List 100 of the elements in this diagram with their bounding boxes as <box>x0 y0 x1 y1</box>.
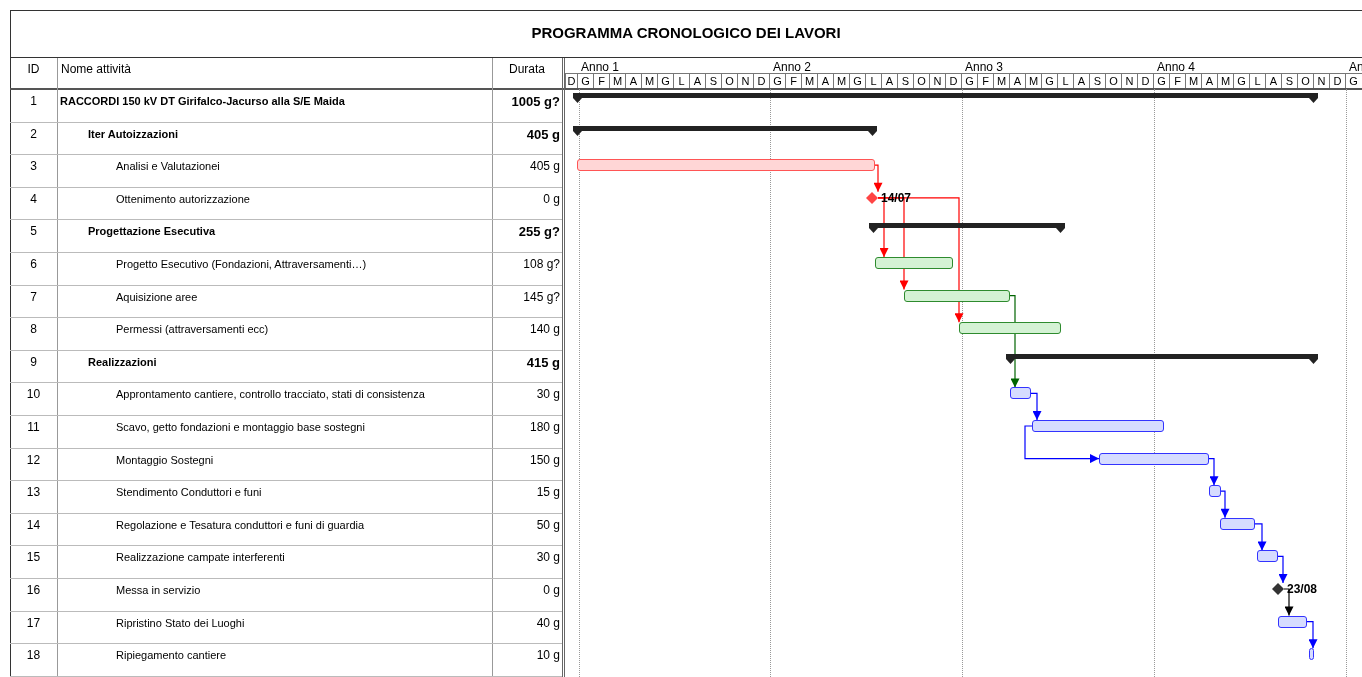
task-id: 11 <box>26 419 41 436</box>
dependency-arrow <box>1254 523 1267 551</box>
column-header: Durata <box>508 61 546 78</box>
month-label: G <box>1153 74 1169 88</box>
task-id: 14 <box>25 516 42 534</box>
task-name: Realizzazioni <box>88 354 157 370</box>
dependency-arrow <box>1009 295 1020 388</box>
task-id: 7 <box>29 288 38 306</box>
month-label: O <box>721 74 737 88</box>
task-id: 17 <box>25 614 42 632</box>
year-label: Anno 2 <box>773 60 812 74</box>
month-label: S <box>705 74 721 88</box>
month-label: G <box>1345 74 1361 88</box>
month-label: A <box>689 74 705 88</box>
task-duration: 255 g? <box>517 223 560 242</box>
chart-title: PROGRAMMA CRONOLOGICO DEI LAVORI <box>531 23 841 44</box>
dependency-arrow <box>1030 392 1042 421</box>
task-id: 16 <box>25 582 42 599</box>
month-label: G <box>577 74 593 88</box>
month-label: M <box>1025 74 1041 88</box>
task-id: 5 <box>29 223 38 241</box>
month-label: D <box>1329 74 1345 88</box>
month-label: M <box>1217 74 1233 88</box>
task-duration: 140 g <box>528 321 560 339</box>
task-id: 12 <box>25 451 42 469</box>
task-name: Ottenimento autorizzazione <box>116 191 250 207</box>
task-name: Permessi (attraversamenti ecc) <box>116 322 269 338</box>
month-label: G <box>849 74 865 88</box>
month-label: F <box>977 74 993 88</box>
month-label: M <box>801 74 817 88</box>
month-label: F <box>785 74 801 88</box>
task-id: 15 <box>25 549 42 567</box>
task-duration: 0 g <box>542 582 560 599</box>
task-duration: 10 g <box>535 647 560 665</box>
task-name: Regolazione e Tesatura conduttori e funi di guardia <box>116 517 365 533</box>
task-duration: 405 g <box>528 158 560 176</box>
month-label: S <box>1089 74 1105 88</box>
month-label: D <box>565 74 577 88</box>
month-label: A <box>1009 74 1025 88</box>
month-label: G <box>961 74 977 88</box>
month-label: N <box>737 74 753 88</box>
month-label: A <box>881 74 897 88</box>
task-id: 1 <box>29 93 38 110</box>
task-name: Messa in servizio <box>116 583 201 598</box>
column-header: ID <box>26 61 41 78</box>
month-label: L <box>1057 74 1073 88</box>
task-duration: 145 g? <box>522 288 560 306</box>
task-duration: 30 g <box>535 549 560 567</box>
month-label: O <box>1297 74 1313 88</box>
dependency-arrow <box>877 197 964 323</box>
month-label: N <box>929 74 945 88</box>
month-label: A <box>625 74 641 88</box>
month-label: N <box>1313 74 1329 88</box>
task-duration: 415 g <box>525 353 560 372</box>
task-name: Stendimento Conduttori e funi <box>116 485 262 501</box>
task-name: Progettazione Esecutiva <box>88 224 216 240</box>
month-label: S <box>1281 74 1297 88</box>
dependency-arrow <box>1306 621 1318 649</box>
dependency-arrow <box>1208 458 1219 486</box>
task-name: RACCORDI 150 kV DT Girifalco-Jacurso alla S/E Maida <box>60 94 345 109</box>
month-label: O <box>1105 74 1121 88</box>
year-label: Anno 3 <box>965 60 1004 74</box>
month-label: A <box>817 74 833 88</box>
task-id: 10 <box>25 386 42 404</box>
task-id: 3 <box>29 158 38 176</box>
task-duration: 1005 g? <box>510 93 560 111</box>
task-name: Analisi e Valutazionei <box>116 159 220 175</box>
task-duration: 150 g <box>528 451 560 469</box>
task-name: Approntamento cantiere, controllo tracciato, stati di consistenza <box>116 387 425 403</box>
task-duration: 50 g <box>535 516 560 534</box>
task-name: Realizzazione campate interferenti <box>116 550 285 566</box>
task-duration: 108 g? <box>522 256 560 273</box>
task-duration: 405 g <box>525 125 560 144</box>
month-label: D <box>1137 74 1153 88</box>
month-label: M <box>1185 74 1201 88</box>
month-label: G <box>1233 74 1249 88</box>
task-duration: 30 g <box>535 386 560 404</box>
task-id: 4 <box>29 190 38 208</box>
month-label: L <box>1249 74 1265 88</box>
task-name: Progetto Esecutivo (Fondazioni, Attraversamenti…) <box>116 257 367 272</box>
month-label: F <box>1169 74 1185 88</box>
task-duration: 40 g <box>535 614 560 632</box>
month-label: M <box>993 74 1009 88</box>
month-label: M <box>609 74 625 88</box>
column-header: Nome attività <box>60 61 133 78</box>
milestone-date: 23/08 <box>1287 581 1318 598</box>
month-label: A <box>1265 74 1281 88</box>
month-label: G <box>1041 74 1057 88</box>
month-label: A <box>1201 74 1217 88</box>
task-name: Scavo, getto fondazioni e montaggio base sostegni <box>116 420 365 435</box>
month-label: A <box>1073 74 1089 88</box>
month-label: O <box>913 74 929 88</box>
year-label: Anno 4 <box>1157 60 1196 74</box>
task-id: 9 <box>29 353 38 371</box>
month-label: G <box>657 74 673 88</box>
month-label: L <box>673 74 689 88</box>
month-label: F <box>593 74 609 88</box>
month-label: M <box>833 74 849 88</box>
month-label: S <box>897 74 913 88</box>
dependency-arrow <box>1283 588 1294 617</box>
